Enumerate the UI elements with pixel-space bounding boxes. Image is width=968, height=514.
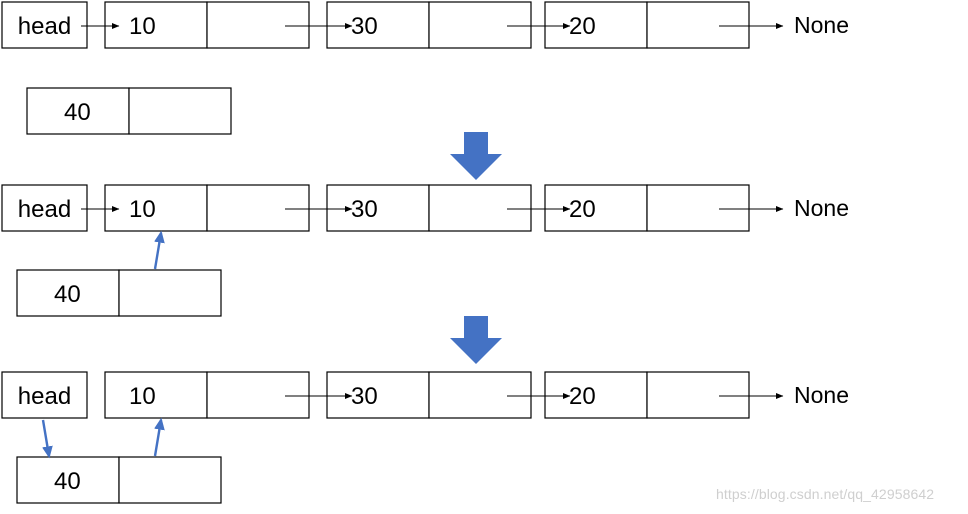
node-value: 30 (351, 196, 378, 223)
node-value-cell (326, 371, 430, 419)
node-next-cell (646, 184, 750, 232)
node-next-cell (206, 1, 310, 49)
list-node: 20 (544, 1, 750, 49)
node-value-cell (104, 371, 208, 419)
node-value-cell (326, 184, 430, 232)
head-to-new-node-arrow (41, 419, 53, 459)
list-node: 10 (104, 371, 310, 419)
list-node: 20 (544, 184, 750, 232)
watermark-url: https://blog.csdn.net/qq_42958642 (716, 486, 935, 502)
list-node: 30 (326, 184, 532, 232)
stage-3: head 10 30 20 None 40 (1, 371, 849, 504)
list-node: 10 (104, 184, 310, 232)
node-value: 10 (129, 196, 156, 223)
new-node: 40 (26, 87, 232, 135)
node-value: 10 (129, 13, 156, 40)
node-next-cell (428, 1, 532, 49)
node-value: 20 (569, 13, 596, 40)
head-box (1, 1, 88, 49)
node-next-cell (428, 184, 532, 232)
down-arrow-icon (450, 316, 502, 364)
new-node: 40 (16, 456, 222, 504)
new-node-next-cell (118, 269, 222, 317)
new-node: 40 (16, 269, 222, 317)
list-node: 30 (326, 371, 532, 419)
none-label: None (794, 382, 849, 408)
node-value-cell (326, 1, 430, 49)
node-value: 10 (129, 383, 156, 410)
node-value-cell (544, 371, 648, 419)
new-node-value: 40 (54, 281, 81, 308)
node-value-cell (104, 184, 208, 232)
node-value-cell (544, 1, 648, 49)
new-node-next-pointer-arrow (153, 230, 165, 270)
node-value: 30 (351, 13, 378, 40)
none-label: None (794, 12, 849, 38)
node-next-cell (646, 371, 750, 419)
node-value-cell (104, 1, 208, 49)
new-node-next-pointer-arrow (153, 417, 165, 457)
stage-2: head 10 30 20 None 40 (1, 184, 849, 317)
node-value: 20 (569, 196, 596, 223)
head-box (1, 371, 88, 419)
node-value: 30 (351, 383, 378, 410)
head-label: head (18, 383, 71, 410)
node-next-cell (206, 371, 310, 419)
head-label: head (18, 196, 71, 223)
new-node-value: 40 (64, 99, 91, 126)
node-next-cell (646, 1, 750, 49)
head-box (1, 184, 88, 232)
new-node-value-cell (16, 456, 120, 504)
none-label: None (794, 195, 849, 221)
list-node: 20 (544, 371, 750, 419)
down-arrow-icon (450, 132, 502, 180)
node-value: 20 (569, 383, 596, 410)
stage-1: head 10 30 20 None 40 (1, 1, 849, 135)
head-label: head (18, 13, 71, 40)
list-node: 10 (104, 1, 310, 49)
node-next-cell (428, 371, 532, 419)
list-node: 30 (326, 1, 532, 49)
new-node-next-cell (128, 87, 232, 135)
new-node-next-cell (118, 456, 222, 504)
node-value-cell (544, 184, 648, 232)
new-node-value: 40 (54, 468, 81, 495)
new-node-value-cell (26, 87, 130, 135)
transitions-layer (450, 132, 502, 364)
node-next-cell (206, 184, 310, 232)
